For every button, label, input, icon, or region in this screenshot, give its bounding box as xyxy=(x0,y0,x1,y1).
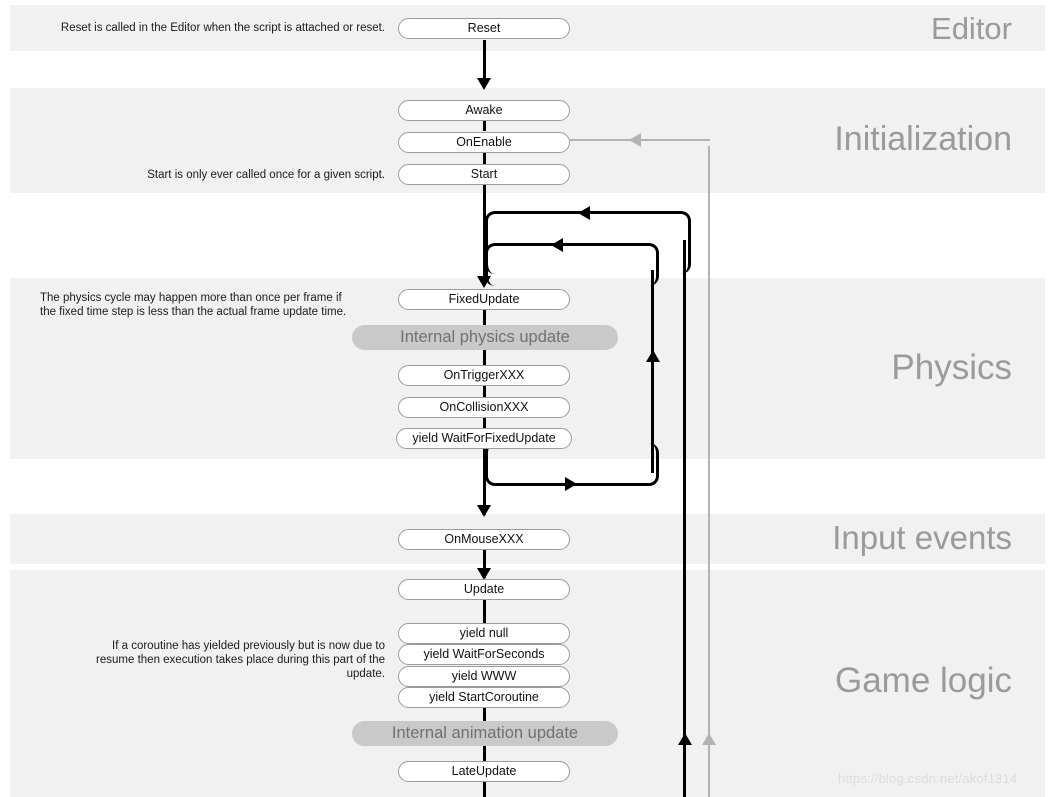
arrowhead-physics-inner-rail-up xyxy=(645,350,660,362)
arrowhead-to-update xyxy=(477,568,491,580)
arrowhead-gray-rail-up xyxy=(702,733,716,745)
node-onmousexxx[interactable]: OnMouseXXX xyxy=(398,529,570,550)
note-physics: The physics cycle may happen more than o… xyxy=(40,292,347,318)
physics-inner-loop-top xyxy=(485,243,659,286)
internal-animation-update: Internal animation update xyxy=(352,721,618,746)
node-yield-null[interactable]: yield null xyxy=(398,623,570,644)
watermark: https://blog.csdn.net/akof1314 xyxy=(838,771,1018,786)
arrowhead-physics-outer-loop xyxy=(578,205,590,220)
gray-flow-right-rail-tail xyxy=(708,745,710,797)
arrowhead-to-awake xyxy=(477,78,491,90)
node-yield-www[interactable]: yield WWW xyxy=(398,666,570,687)
physics-outer-loop-right-rail xyxy=(683,240,686,740)
node-yield-waitforseconds[interactable]: yield WaitForSeconds xyxy=(398,644,570,665)
flow-update-to-yieldnull xyxy=(482,600,486,623)
physics-outer-loop-right-rail-tail xyxy=(683,745,686,797)
note-start: Start is only ever called once for a giv… xyxy=(147,169,385,181)
flow-onenable-to-start xyxy=(482,152,486,164)
band-label-editor: Editor xyxy=(931,11,1012,46)
flow-internal-physics-to-ontrigger xyxy=(482,349,486,366)
node-oncollisionxxx[interactable]: OnCollisionXXX xyxy=(398,397,570,418)
note-reset: Reset is called in the Editor when the s… xyxy=(60,22,385,34)
node-yield-waitforfixedupdate[interactable]: yield WaitForFixedUpdate xyxy=(396,428,572,449)
flow-start-to-fixedupdate xyxy=(482,185,486,278)
node-start[interactable]: Start xyxy=(398,164,570,185)
gray-flow-right-rail xyxy=(708,146,710,740)
flow-awake-to-onenable xyxy=(482,120,486,131)
flow-ontrigger-to-oncollision xyxy=(482,386,486,397)
flow-oncollision-to-yieldwaitforfixed xyxy=(482,418,486,428)
flow-lateupdate-down xyxy=(482,782,486,797)
physics-inner-loop-right-rail-lower xyxy=(651,360,654,473)
arrowhead-physics-inner-loop-bottom xyxy=(565,477,577,491)
flow-physics-to-onmouse xyxy=(482,449,486,515)
flow-onmouse-to-update xyxy=(482,550,486,578)
node-awake[interactable]: Awake xyxy=(398,100,570,121)
note-coroutine: If a coroutine has yielded previously bu… xyxy=(96,640,385,680)
band-label-initialization: Initialization xyxy=(834,120,1012,158)
node-onenable[interactable]: OnEnable xyxy=(398,132,570,153)
arrowhead-gray-to-onenable xyxy=(629,133,641,147)
internal-physics-update: Internal physics update xyxy=(352,325,618,350)
node-yield-startcoroutine[interactable]: yield StartCoroutine xyxy=(398,687,570,708)
band-label-game-logic: Game logic xyxy=(834,661,1012,700)
node-update[interactable]: Update xyxy=(398,579,570,600)
arrowhead-frame-loop-up xyxy=(677,733,692,745)
flow-reset-to-awake xyxy=(482,40,486,80)
node-reset[interactable]: Reset xyxy=(398,18,570,39)
band-label-physics: Physics xyxy=(891,348,1012,387)
node-ontriggerxxx[interactable]: OnTriggerXXX xyxy=(398,365,570,386)
physics-inner-loop-right-rail xyxy=(651,270,654,365)
arrowhead-physics-inner-loop xyxy=(551,237,563,252)
node-lateupdate[interactable]: LateUpdate xyxy=(398,761,570,782)
flow-internal-animation-to-lateupdate xyxy=(482,746,486,761)
arrowhead-to-onmouse xyxy=(477,505,491,517)
band-label-input-events: Input events xyxy=(832,519,1012,556)
flow-yieldstartcoroutine-to-internal-animation xyxy=(482,708,486,722)
flow-fixedupdate-to-internal-physics xyxy=(482,309,486,326)
node-fixedupdate[interactable]: FixedUpdate xyxy=(398,289,570,310)
